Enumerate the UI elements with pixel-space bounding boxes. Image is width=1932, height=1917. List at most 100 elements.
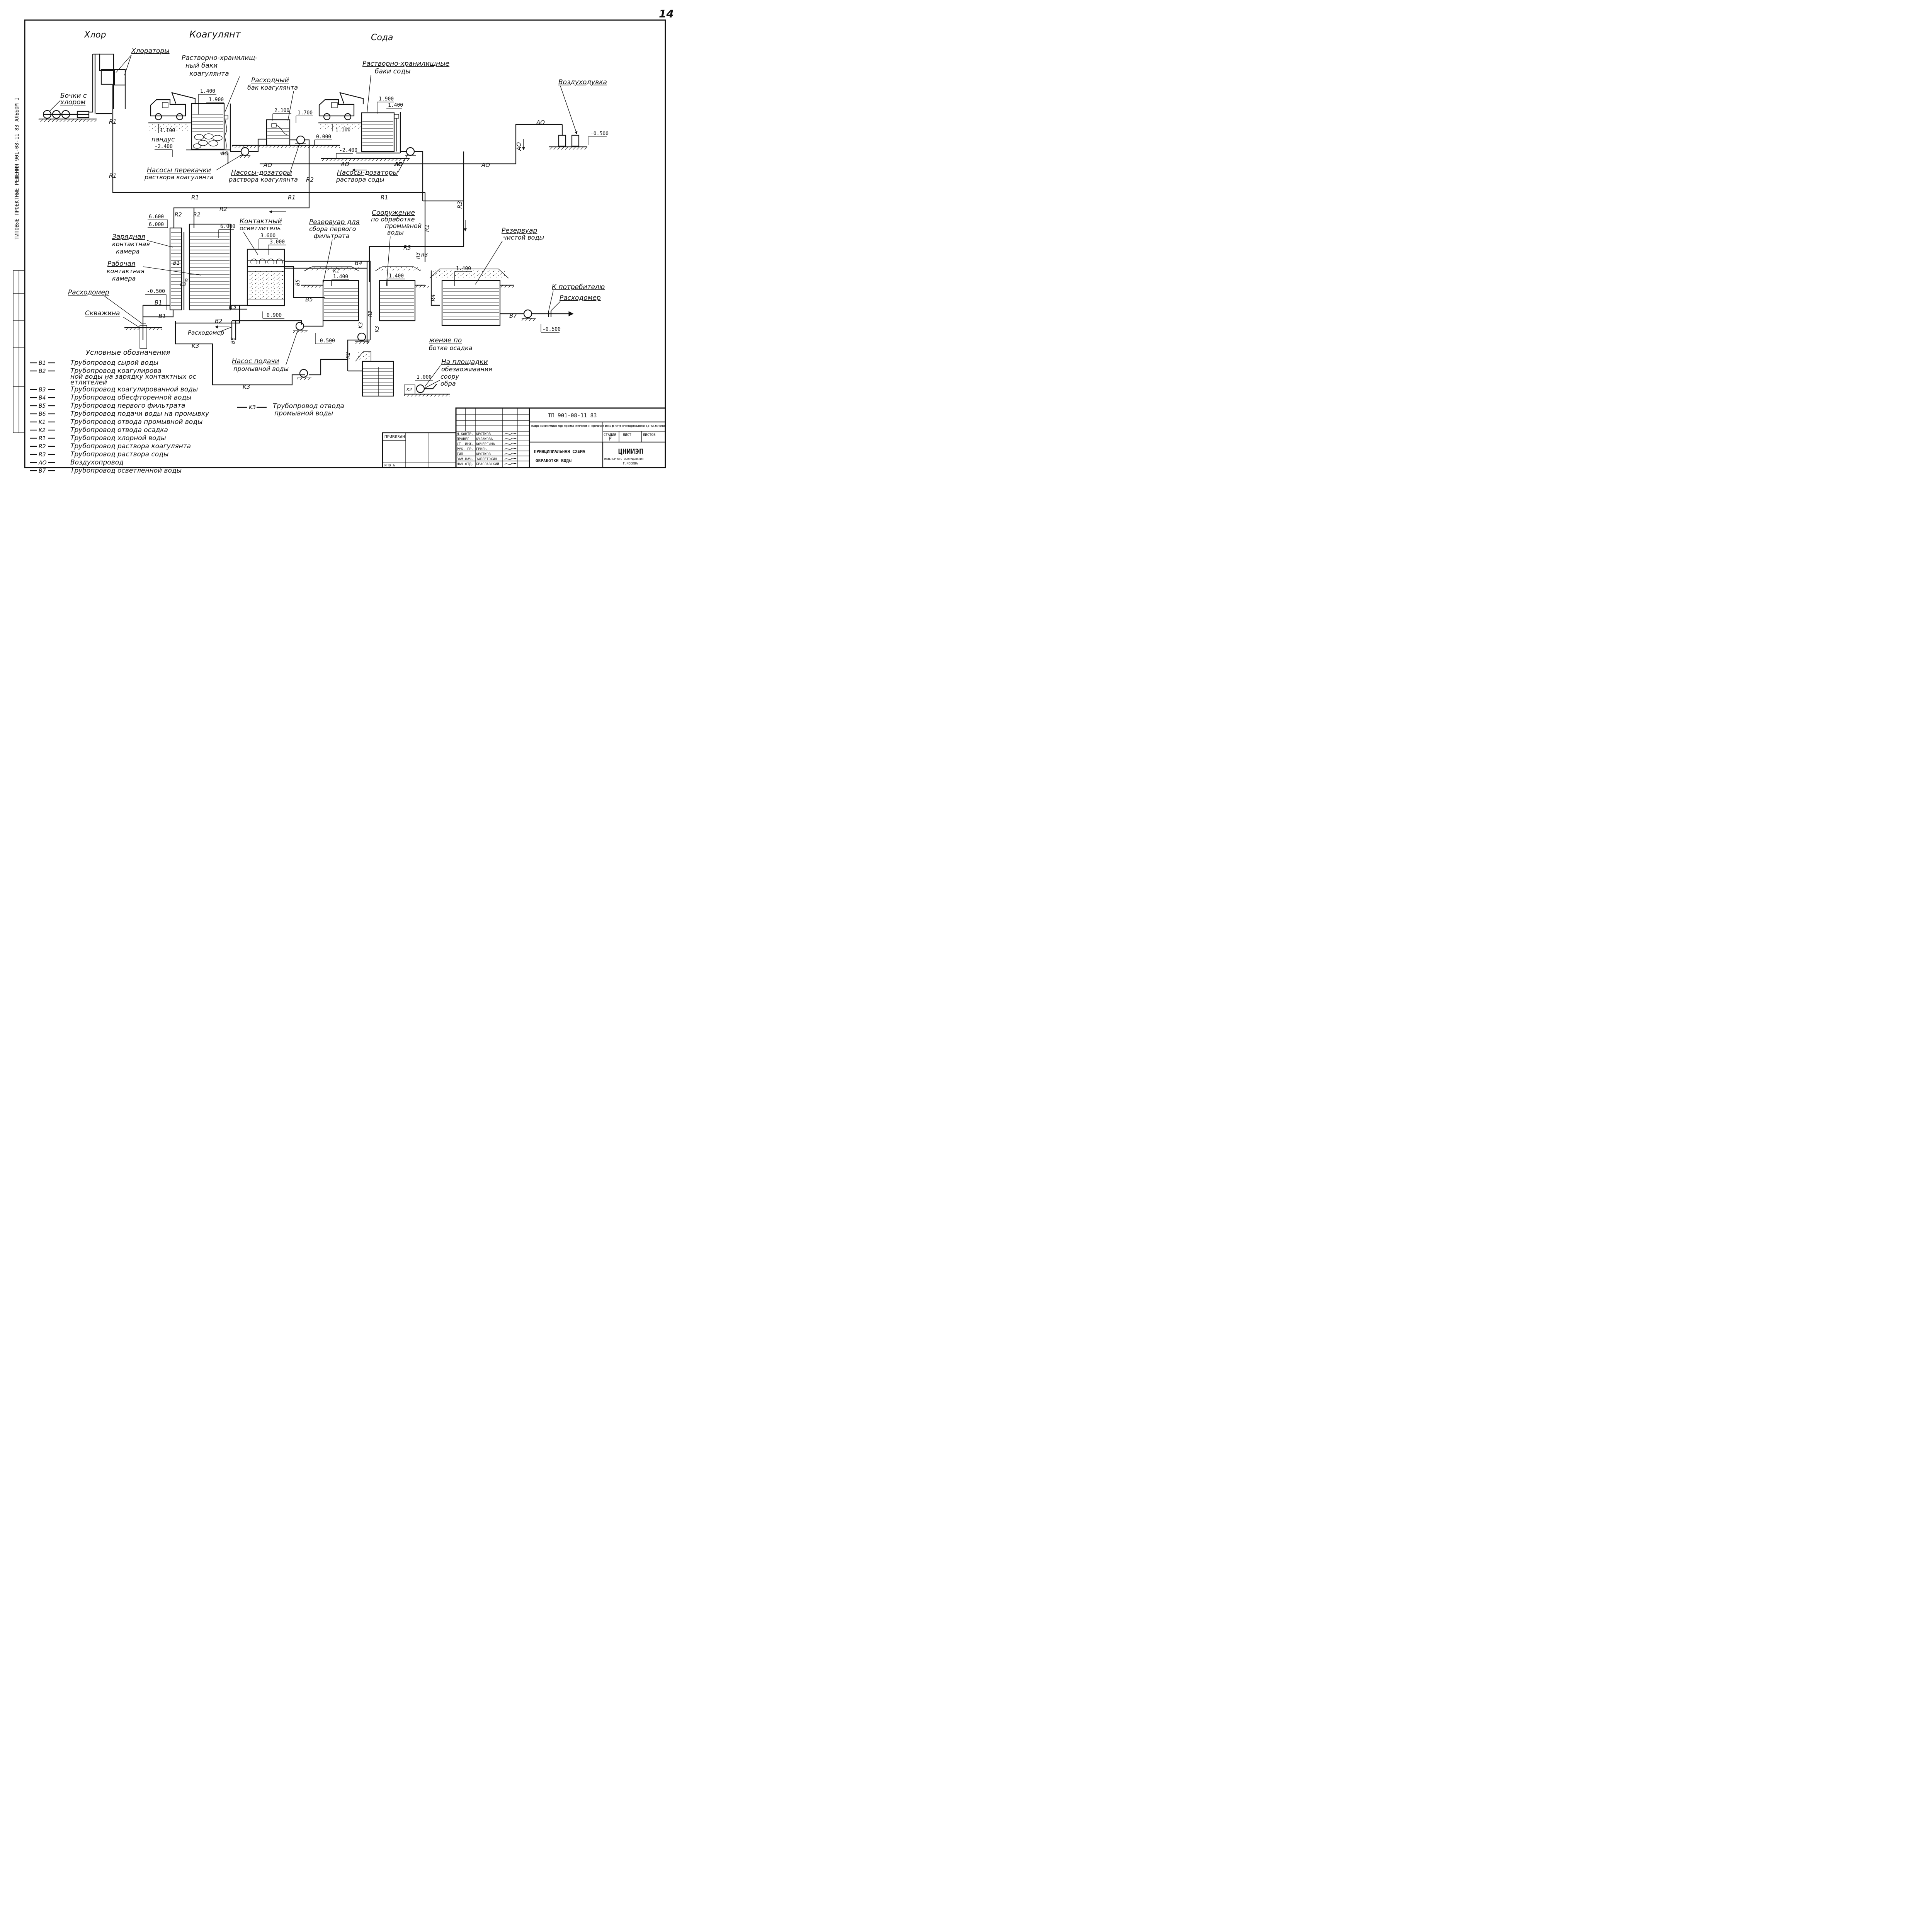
soda-storage-tank <box>356 112 401 154</box>
legend-text: ной воды на зарядку контактных ос <box>70 373 197 381</box>
label-filtrate-1: Резервуар для <box>309 218 360 226</box>
label-coag-dosing-1: Насосы-дозаторы <box>231 169 292 177</box>
label-flowmeter-out: Расходомер <box>560 294 601 302</box>
label-clean-1: Резервуар <box>502 227 537 235</box>
tag-b7: B7 <box>509 312 517 319</box>
tag-b2: B2 <box>215 318 223 325</box>
tag-ao: AO <box>263 162 272 168</box>
label-coag-storage-3: коагулянта <box>189 70 229 78</box>
sludge-tank <box>355 351 394 397</box>
legend-code: B4 <box>39 395 46 401</box>
role: Н.КОНТР. <box>457 432 473 436</box>
wash-water-tank <box>374 266 422 321</box>
air-blower <box>527 124 587 150</box>
legend-text: Трубопровод отвода промывной воды <box>70 418 202 426</box>
label-clarifier-1: Контактный <box>240 218 282 225</box>
label-wash-pump-1: Насос подачи <box>232 357 279 365</box>
heading-soda: Сода <box>371 33 393 43</box>
label-barrels-1: Бочки с <box>60 92 87 100</box>
legend-code: R3 <box>39 452 46 458</box>
sheet-title-2: ОБРАБОТКИ ВОДЫ <box>536 458 571 463</box>
tag-r2: R2 <box>219 206 227 213</box>
pipe-b2 <box>175 304 247 324</box>
legend-k3-text-1: Трубопровод отвода <box>273 402 344 410</box>
tag-r3: R3 <box>367 311 373 317</box>
person-name: КРОТКОВ <box>476 432 491 436</box>
label-transfer-pumps-1: Насосы перекачки <box>147 167 211 174</box>
coag-transfer-pump <box>240 147 250 158</box>
label-filtrate-2: сбора первого <box>309 225 356 233</box>
elev-1700: 1.700 <box>298 110 313 116</box>
label-sludge-2: ботке осадка <box>429 344 473 352</box>
legend-code: B2 <box>39 368 46 374</box>
station-title: СТАНЦИЯ ОБЕСФТОРИВАНИЯ ВОДЫ ПОДЗЕМНЫХ ИС… <box>531 424 665 428</box>
label-working-1: Рабочая <box>107 260 135 268</box>
heading-coagulant: Коагулянт <box>189 29 241 40</box>
pipe-r2 <box>173 162 310 228</box>
label-charging-3: камера <box>116 248 139 255</box>
elev-3000: 3.000 <box>270 239 285 245</box>
doc-code: ТП 901-08-11 83 <box>548 413 597 419</box>
elev-m0500b: -0.500 <box>147 289 165 294</box>
org-city: Г.МОСКВА <box>623 462 638 465</box>
signature <box>504 452 517 455</box>
tag-r1: R1 <box>191 194 199 201</box>
elev-0000: 0.000 <box>316 134 331 140</box>
truck-soda <box>318 92 364 121</box>
role: НАЧ.ОТД. <box>457 463 473 466</box>
pipe-b6 <box>231 320 302 340</box>
tag-b4: B4 <box>355 260 362 267</box>
tag-ao: AO <box>221 151 228 157</box>
signature <box>504 458 517 460</box>
well <box>124 323 162 349</box>
label-supply-1: Расходный <box>251 77 289 84</box>
label-supply-2: бак коагулянта <box>247 84 298 91</box>
tag-r1: R1 <box>423 224 430 232</box>
role: ЗАМ.НАЧ. <box>457 458 473 461</box>
tag-b5: B5 <box>305 296 313 303</box>
label-working-3: камера <box>112 275 136 282</box>
label-wash-pump-2: промывной воды <box>233 365 289 373</box>
tag-b1: B1 <box>155 299 162 306</box>
coag-storage-tank <box>149 103 230 151</box>
label-partial-1: соору <box>440 373 459 380</box>
elev-m2400: -2.400 <box>155 144 173 150</box>
tag-ao: AO <box>394 161 403 168</box>
label-coag-dosing-2: раствора коагулянта <box>228 176 298 183</box>
stage-value: Р <box>609 436 612 442</box>
process-diagram: 14 ТИПОВЫЕ ПРОЕКТНЫЕ РЕШЕНИЯ 901-08-11 8… <box>13 7 674 475</box>
tag-r2: R2 <box>306 176 314 183</box>
truck-coagulant <box>150 92 196 121</box>
label-air-blower: Воздуходувка <box>558 78 607 86</box>
label-dewater-1: На площадки <box>441 358 488 366</box>
elev-6000a: 6.000 <box>149 222 164 228</box>
elev-1400b: 1.400 <box>388 102 403 108</box>
charging-chamber <box>169 227 182 311</box>
pipe-r4 <box>424 255 440 306</box>
working-chamber <box>189 223 231 311</box>
tag-k3: K3 <box>374 326 380 332</box>
person-name: КУЛАКОВА <box>476 437 493 441</box>
elev-m0500a: -0.500 <box>590 131 609 137</box>
legend-text: Воздухопровод <box>70 459 124 466</box>
org-name: ЦНИИЭП <box>618 447 643 456</box>
legend-text: Трубопровод сырой воды <box>70 359 158 367</box>
tag-b1: B1 <box>158 313 166 320</box>
label-to-consumer: К потребителю <box>552 283 605 291</box>
tag-k3: K3 <box>358 322 364 328</box>
elev-1900b: 1.900 <box>379 96 394 102</box>
legend-text: Трубопровод хлорной воды <box>70 434 166 442</box>
label-filtrate-3: фильтрата <box>314 232 349 240</box>
legend-text: Трубопровод осветленной воды <box>70 467 182 475</box>
label-wash-4: воды <box>387 229 404 236</box>
legend-code: B3 <box>39 387 46 393</box>
elev-m0500d: -0.500 <box>317 338 335 344</box>
legend-code: R2 <box>39 444 46 450</box>
label-sludge-1: жение по <box>429 337 462 344</box>
tag-ao: AO <box>340 161 349 168</box>
elev-1400a: 1.400 <box>200 88 215 94</box>
pipe-b1 <box>143 304 174 318</box>
tag-k2: K2 <box>345 352 351 359</box>
wash-pump <box>293 321 308 333</box>
tag-ao: AO <box>515 142 522 151</box>
